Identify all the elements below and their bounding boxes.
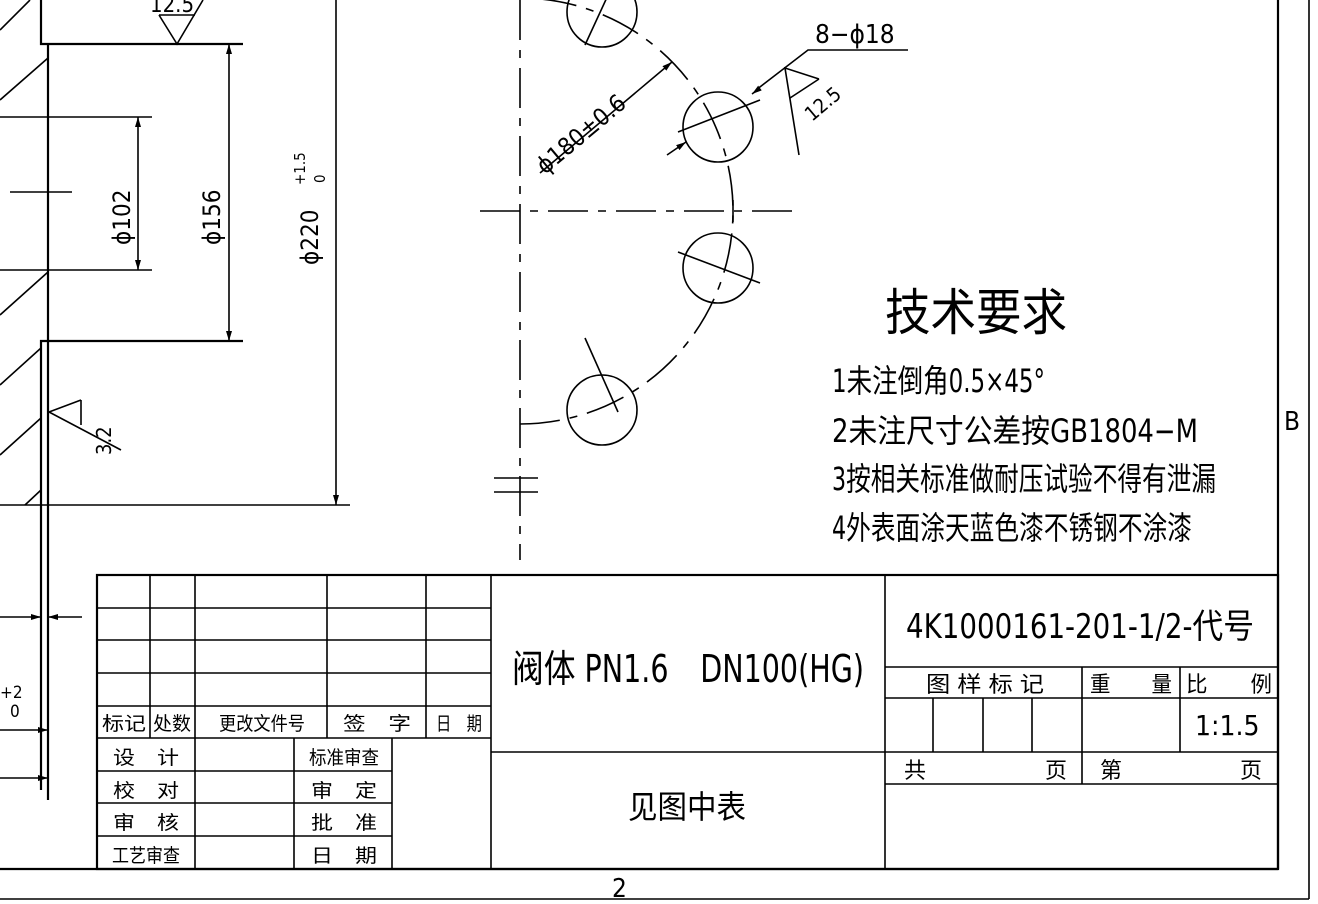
drawing-number: 4K1000161-201-1/2-代号: [906, 607, 1254, 647]
sheet-label: 第: [1100, 759, 1122, 784]
sign-label: 批 准: [311, 812, 377, 834]
roughness-value: 3.2: [92, 426, 116, 455]
header-date: 日 期: [436, 713, 482, 735]
sign-label: 工艺审查: [112, 845, 180, 867]
sign-label: 设 计: [113, 747, 179, 769]
dim-d220-lower: 0: [311, 174, 329, 183]
sign-label: 审 核: [113, 812, 179, 834]
dim-holes: 8−ϕ18: [815, 20, 895, 50]
requirement-item: 3按相关标准做耐压试验不得有泄漏: [832, 460, 1216, 498]
roughness-value: 12.5: [150, 0, 194, 18]
roughness-symbol-icon: [47, 399, 122, 451]
requirement-item: 2未注尺寸公差按GB1804−M: [832, 412, 1198, 450]
sign-label: 审 定: [311, 780, 377, 802]
tol-lower: 0: [10, 702, 20, 722]
material: 见图中表: [628, 788, 746, 826]
part-name: 阀体 PN1.6 DN100(HG): [512, 647, 864, 691]
zone-letter: B: [1284, 407, 1300, 437]
sign-label: 标准审查: [309, 747, 379, 769]
bolt-holes: [566, 0, 761, 446]
header-signature: 签 字: [343, 713, 411, 735]
scale-value: 1:1.5: [1195, 709, 1260, 742]
dim-d220: ϕ220: [296, 210, 324, 265]
roughness-value: 12.5: [800, 82, 846, 126]
header-mark: 标记: [102, 713, 146, 735]
dim-d156: ϕ156: [198, 190, 226, 245]
requirement-item: 1未注倒角0.5×45°: [832, 362, 1045, 400]
page-label: 页: [1240, 759, 1262, 784]
technical-requirements: 技术要求 1未注倒角0.5×45° 2未注尺寸公差按GB1804−M 3按相关标…: [832, 284, 1216, 547]
page-label: 页: [1045, 759, 1067, 784]
dim-pcd: ϕ180±0.6: [531, 89, 632, 180]
mark-label: 图 样 标 记: [926, 673, 1044, 698]
title-block: 标记 处数 更改文件号 签 字 日 期 设 计 校 对 审 核 工艺审查 标准审…: [95, 573, 1280, 871]
sign-label: 日 期: [311, 845, 377, 867]
dim-d102: ϕ102: [108, 190, 136, 245]
weight-label: 重 量: [1090, 673, 1172, 698]
total-sheets-label: 共: [904, 759, 926, 784]
scale-label: 比 例: [1186, 673, 1272, 698]
header-count: 处数: [153, 713, 191, 735]
dim-d220-upper: +1.5: [291, 152, 309, 185]
tol-upper: +2: [0, 683, 23, 703]
section-view: ϕ102 ϕ156 ϕ220 +1.5 0 12.5 3.2 +2 0: [0, 0, 350, 800]
roughness-symbol-icon: [784, 66, 820, 156]
sign-label: 校 对: [113, 780, 179, 802]
requirement-item: 4外表面涂天蓝色漆不锈钢不涂漆: [832, 509, 1192, 547]
header-change-doc: 更改文件号: [219, 713, 305, 735]
requirements-title: 技术要求: [885, 284, 1067, 342]
zone-number: 2: [612, 874, 627, 904]
